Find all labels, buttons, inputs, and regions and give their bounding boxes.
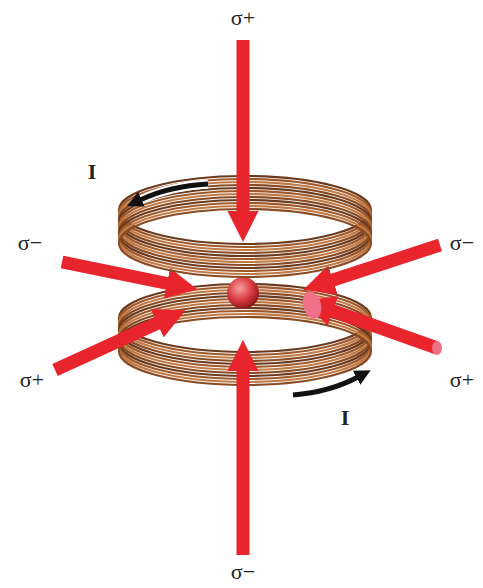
current-label: I [341,407,350,429]
coil-winding [119,206,371,274]
atom-cloud [227,277,259,309]
polarization-label: σ+ [231,7,255,29]
laser-beams [237,40,250,555]
current-arrows [140,184,358,395]
beam-end [432,341,442,355]
polarization-label: σ+ [450,369,474,391]
beam-end [300,289,325,321]
polarization-label: σ− [231,561,255,583]
polarization-label: σ− [18,232,42,254]
laser-beams [55,245,440,370]
coil-winding [119,209,371,277]
current-label: I [88,161,97,183]
polarization-label: σ− [450,232,474,254]
polarization-label: σ+ [20,369,44,391]
